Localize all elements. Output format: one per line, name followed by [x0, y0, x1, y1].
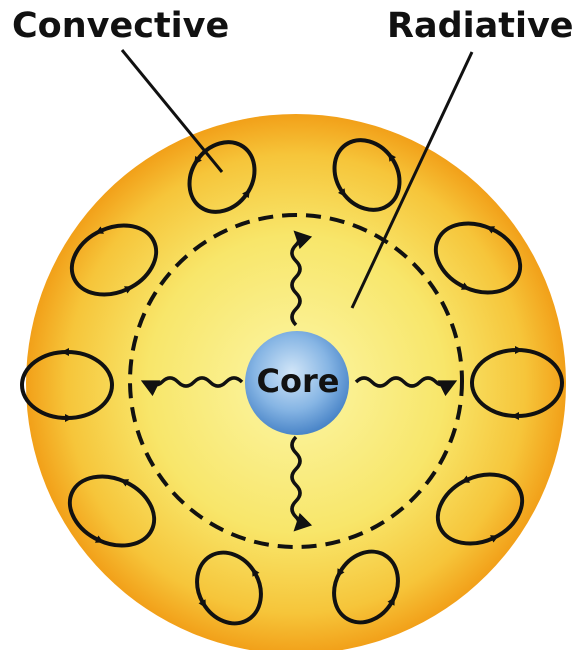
- radiation-paths: [140, 230, 458, 532]
- convection-cell-icon: [20, 348, 114, 422]
- convection-cell-icon: [332, 138, 402, 212]
- wavy-arrow-icon: [354, 376, 458, 397]
- convection-cell-icon: [433, 221, 523, 295]
- wavy-arrow-icon: [290, 230, 313, 327]
- convection-cell-icon: [187, 140, 257, 214]
- convection-cell-icon: [435, 472, 525, 546]
- radiative-leader-line: [350, 51, 474, 309]
- convection-cell-icon: [195, 550, 263, 626]
- radiative-label: Radiative: [387, 6, 574, 46]
- wavy-arrow-icon: [290, 435, 313, 532]
- convection-cell-icon: [332, 549, 400, 625]
- convection-cells: [20, 138, 564, 626]
- convection-cell-icon: [470, 346, 564, 420]
- convection-cell-icon: [69, 223, 159, 297]
- radiative-zone-boundary: [128, 213, 464, 549]
- core-label: Core: [256, 362, 340, 400]
- wavy-arrow-icon: [140, 376, 244, 397]
- convective-label: Convective: [12, 6, 230, 46]
- core-sphere: [245, 331, 349, 435]
- convection-cell-icon: [67, 474, 157, 548]
